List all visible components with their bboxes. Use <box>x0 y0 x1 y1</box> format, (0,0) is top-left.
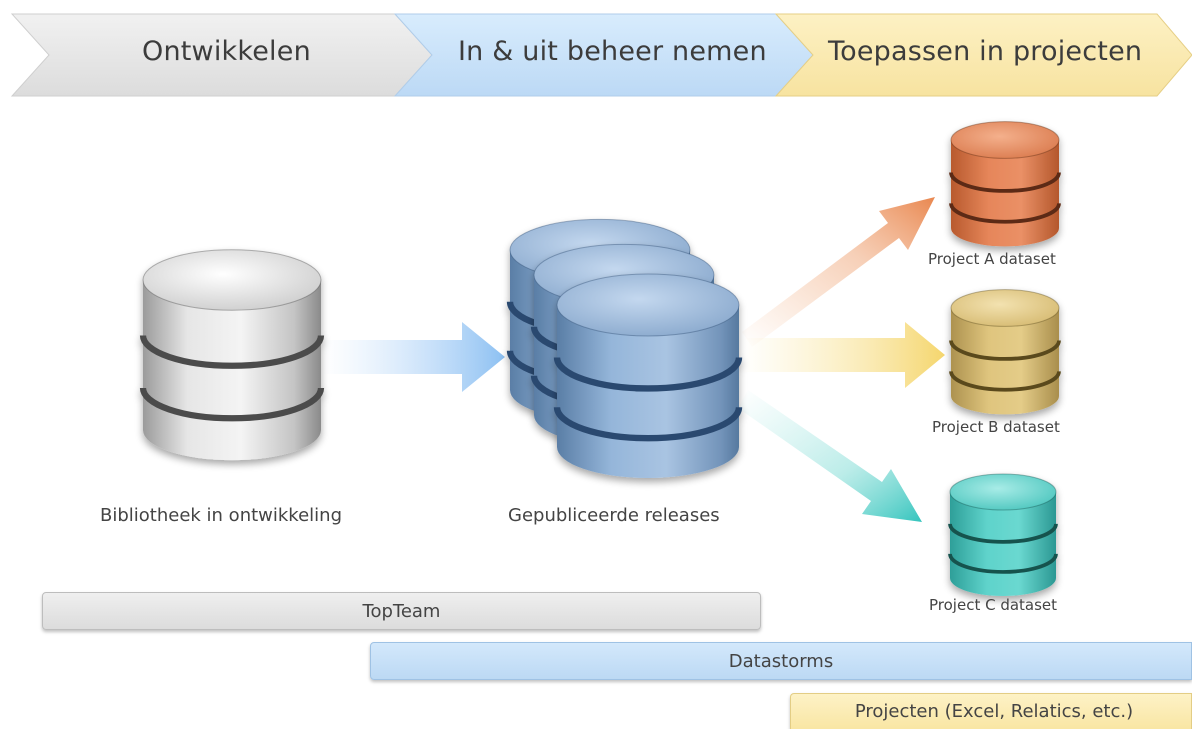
arrow-to-project-a <box>742 197 935 347</box>
phase-label-ontwikkelen: Ontwikkelen <box>142 36 311 67</box>
phase-label-toepassen: Toepassen in projecten <box>828 36 1143 67</box>
tool-label-projecten: Projecten (Excel, Relatics, etc.) <box>854 701 1134 722</box>
phase-toepassen <box>774 13 1192 97</box>
project-c-label: Project C dataset <box>929 596 1058 614</box>
phase-chevrons <box>10 13 1192 97</box>
library-database-icon <box>139 249 325 461</box>
tool-bar-datastorms: Datastorms <box>370 642 1192 680</box>
project-a-label: Project A dataset <box>928 250 1056 268</box>
project-a-database-icon <box>949 121 1061 247</box>
project-b-database-icon <box>949 289 1061 415</box>
library-label: Bibliotheek in ontwikkeling <box>100 505 342 526</box>
releases-label: Gepubliceerde releases <box>508 505 720 526</box>
arrow-to-releases <box>322 322 505 392</box>
database-cylinders <box>139 121 1061 597</box>
arrow-to-project-b <box>742 322 945 388</box>
tool-bar-projecten: Projecten (Excel, Relatics, etc.) <box>790 693 1192 729</box>
tool-bar-topteam: TopTeam <box>42 592 761 630</box>
arrow-to-project-c <box>738 390 922 522</box>
release-database-icon-front <box>553 273 743 478</box>
tool-label-datastorms: Datastorms <box>728 650 834 672</box>
phase-label-beheer: In & uit beheer nemen <box>458 36 767 67</box>
project-b-label: Project B dataset <box>932 418 1060 436</box>
tool-label-topteam: TopTeam <box>362 600 441 622</box>
flow-arrows <box>322 197 945 522</box>
project-c-database-icon <box>948 473 1058 597</box>
